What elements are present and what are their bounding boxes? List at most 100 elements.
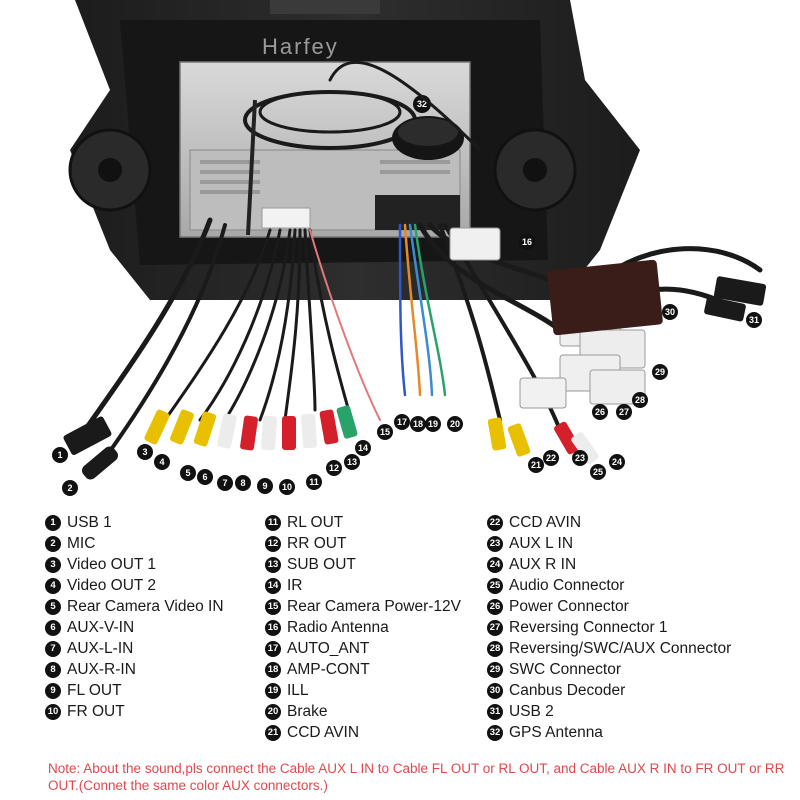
legend-label: MIC: [67, 534, 96, 552]
callout-number: 7: [222, 478, 227, 488]
callout-2: 2: [62, 480, 78, 496]
callout-circle: [572, 450, 588, 466]
legend-number-badge: 23: [487, 535, 503, 552]
callout-circle: [257, 478, 273, 494]
callout-24: 24: [609, 454, 625, 470]
legend-label: AUX L IN: [509, 534, 574, 552]
callout-29: 29: [652, 364, 668, 380]
callout-circle: [410, 416, 426, 432]
callout-number: 21: [531, 460, 541, 470]
callout-28: 28: [632, 392, 648, 408]
legend-label: Reversing/SWC/AUX Connector: [509, 639, 732, 657]
callout-circle: [52, 447, 68, 463]
legend-label: AMP-CONT: [287, 660, 370, 678]
legend-label: RR OUT: [287, 534, 347, 552]
callout-8: 8: [235, 475, 251, 491]
callout-circle: [344, 454, 360, 470]
legend-number-badge: 4: [45, 577, 61, 594]
callout-number: 6: [202, 472, 207, 482]
callout-circle: [394, 414, 410, 430]
legend-label: CCD AVIN: [509, 513, 582, 531]
callout-number: 3: [142, 447, 147, 457]
brand-logo: Harfey: [262, 34, 339, 59]
legend-item: 18 AMP-CONT: [265, 659, 461, 680]
callout-23: 23: [572, 450, 588, 466]
legend-number-badge: 16: [265, 619, 281, 636]
callout-1: 1: [52, 447, 68, 463]
legend-number-badge: 7: [45, 640, 61, 657]
callout-19: 19: [425, 416, 441, 432]
callout-number: 15: [380, 427, 390, 437]
legend-number-badge: 1: [45, 514, 61, 531]
callout-circle: [62, 480, 78, 496]
callout-circle: [235, 475, 251, 491]
legend-number-badge: 6: [45, 619, 61, 636]
callout-5: 5: [180, 465, 196, 481]
legend-number-badge: 13: [265, 556, 281, 573]
legend-label: CCD AVIN: [287, 723, 360, 741]
callout-21: 21: [528, 457, 544, 473]
callout-circle: [355, 440, 371, 456]
callout-14: 14: [355, 440, 371, 456]
legend-label: GPS Antenna: [509, 723, 603, 741]
callout-circle: [746, 312, 762, 328]
legend-number-badge: 27: [487, 619, 503, 636]
legend-label: Power Connector: [509, 597, 629, 615]
legend-number-badge: 18: [265, 661, 281, 678]
legend-item: 21 CCD AVIN: [265, 722, 461, 743]
callout-circle: [137, 444, 153, 460]
legend-number-badge: 14: [265, 577, 281, 594]
callout-30: 30: [662, 304, 678, 320]
callout-circle: [425, 416, 441, 432]
legend-number-badge: 17: [265, 640, 281, 657]
callout-25: 25: [590, 464, 606, 480]
callout-number: 8: [240, 478, 245, 488]
callout-circle: [662, 304, 678, 320]
legend-number-badge: 3: [45, 556, 61, 573]
canbus-decoder: [547, 259, 663, 336]
legend-number-badge: 21: [265, 724, 281, 741]
callout-number: 5: [185, 468, 190, 478]
callout-number: 20: [450, 419, 460, 429]
legend-label: AUX-V-IN: [67, 618, 135, 636]
callout-number: 10: [282, 482, 292, 492]
callout-11: 11: [306, 474, 322, 490]
legend-label: RL OUT: [287, 513, 344, 531]
callout-26: 26: [592, 404, 608, 420]
legend-label: USB 2: [509, 702, 554, 720]
legend-label: Rear Camera Video IN: [67, 597, 224, 615]
callout-number: 4: [159, 457, 164, 467]
callout-number: 12: [329, 463, 339, 473]
callout-6: 6: [197, 469, 213, 485]
callout-number: 22: [546, 453, 556, 463]
callout-circle: [326, 460, 342, 476]
callout-circle: [616, 404, 632, 420]
legend-number-badge: 28: [487, 640, 503, 657]
legend-item: 28 Reversing/SWC/AUX Connector: [487, 638, 731, 659]
callout-4: 4: [154, 454, 170, 470]
legend-label: AUX R IN: [509, 555, 577, 573]
legend-number-badge: 29: [487, 661, 503, 678]
callout-number: 25: [593, 467, 603, 477]
legend-number-badge: 9: [45, 682, 61, 699]
callout-circle: [519, 234, 535, 250]
legend-label: AUX-L-IN: [67, 639, 134, 657]
callout-circle: [609, 454, 625, 470]
callout-circle: [154, 454, 170, 470]
legend-number-badge: 11: [265, 514, 281, 531]
legend-number-badge: 20: [265, 703, 281, 720]
